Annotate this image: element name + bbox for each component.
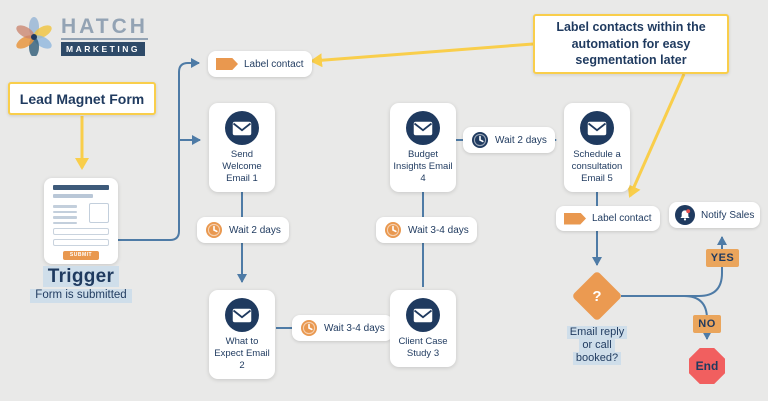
clock-icon (301, 320, 317, 336)
wait-badge-3: Wait 3-4 days (376, 217, 477, 243)
email-icon (406, 298, 440, 332)
wait-label: Wait 3-4 days (408, 224, 469, 236)
form-submit-button: SUBMIT (63, 251, 99, 260)
email-node-3: Client Case Study 3 (390, 290, 456, 367)
wait-label: Wait 3-4 days (324, 322, 385, 334)
yes-branch-label: YES (706, 249, 739, 267)
notify-sales-node: Notify Sales (669, 202, 761, 228)
wait-badge-4: Wait 2 days (463, 127, 555, 153)
form-input-field-2 (53, 239, 109, 246)
form-body-row (44, 203, 118, 224)
label-contact-text: Label contact (592, 213, 652, 224)
connector-form-to-label-contact (118, 58, 200, 241)
email-icon (580, 111, 614, 145)
clock-icon (385, 222, 401, 238)
email-node-5: Schedule a consultation Email 5 (564, 103, 630, 192)
form-subheader-bar (53, 194, 93, 198)
wait-badge-2: Wait 3-4 days (292, 315, 393, 341)
form-header-bar (53, 185, 109, 190)
email-node-label: Client Case Study 3 (398, 336, 448, 359)
bell-icon (675, 205, 695, 225)
email-node-1: Send Welcome Email 1 (209, 103, 275, 192)
form-text-lines (53, 203, 77, 224)
lead-magnet-form-label: Lead Magnet Form (8, 82, 156, 115)
end-node: End (689, 348, 725, 384)
brand-text: HATCH MARKETING (61, 14, 148, 56)
email-icon (225, 298, 259, 332)
form-mockup: SUBMIT (44, 178, 118, 264)
connector-decision-yes-to-notify (621, 236, 727, 297)
decision-question: Email reply or call booked? (547, 326, 647, 365)
callout-note: Label contacts within the automation for… (533, 14, 729, 74)
decision-question-mark: ? (592, 287, 602, 305)
no-branch-label: NO (693, 315, 721, 333)
wait-label: Wait 2 days (229, 224, 281, 236)
tag-icon (216, 58, 238, 70)
wait-badge-1: Wait 2 days (197, 217, 289, 243)
clock-icon (472, 132, 488, 148)
label-contact-node-mid: Label contact (556, 206, 660, 231)
trigger-subtitle: Form is submitted (30, 289, 132, 303)
connector-callout-to-label-contact-mid (627, 73, 686, 198)
flower-logo-icon (16, 17, 52, 56)
connector-callout-to-label-contact-top (310, 42, 534, 68)
notify-sales-text: Notify Sales (701, 209, 755, 221)
label-contact-node-top: Label contact (208, 51, 312, 77)
email-node-2: What to Expect Email 2 (209, 290, 275, 379)
trigger-caption: Trigger Form is submitted (21, 266, 141, 303)
form-input-field-1 (53, 228, 109, 235)
email-icon (225, 111, 259, 145)
brand-name: HATCH (61, 14, 148, 40)
email-node-4: Budget Insights Email 4 (390, 103, 456, 192)
email-node-label: Send Welcome Email 1 (222, 149, 262, 184)
brand-subtitle: MARKETING (61, 41, 145, 56)
label-contact-text: Label contact (244, 58, 304, 70)
wait-label: Wait 2 days (495, 134, 547, 146)
trigger-title: Trigger (42, 266, 120, 287)
tag-icon (564, 212, 586, 225)
email-node-label: Budget Insights Email 4 (393, 149, 453, 184)
clock-icon (206, 222, 222, 238)
form-image-placeholder (89, 203, 109, 223)
email-node-label: Schedule a consultation Email 5 (571, 149, 623, 184)
email-node-label: What to Expect Email 2 (214, 336, 270, 371)
logo: HATCH MARKETING (14, 16, 148, 56)
email-icon (406, 111, 440, 145)
